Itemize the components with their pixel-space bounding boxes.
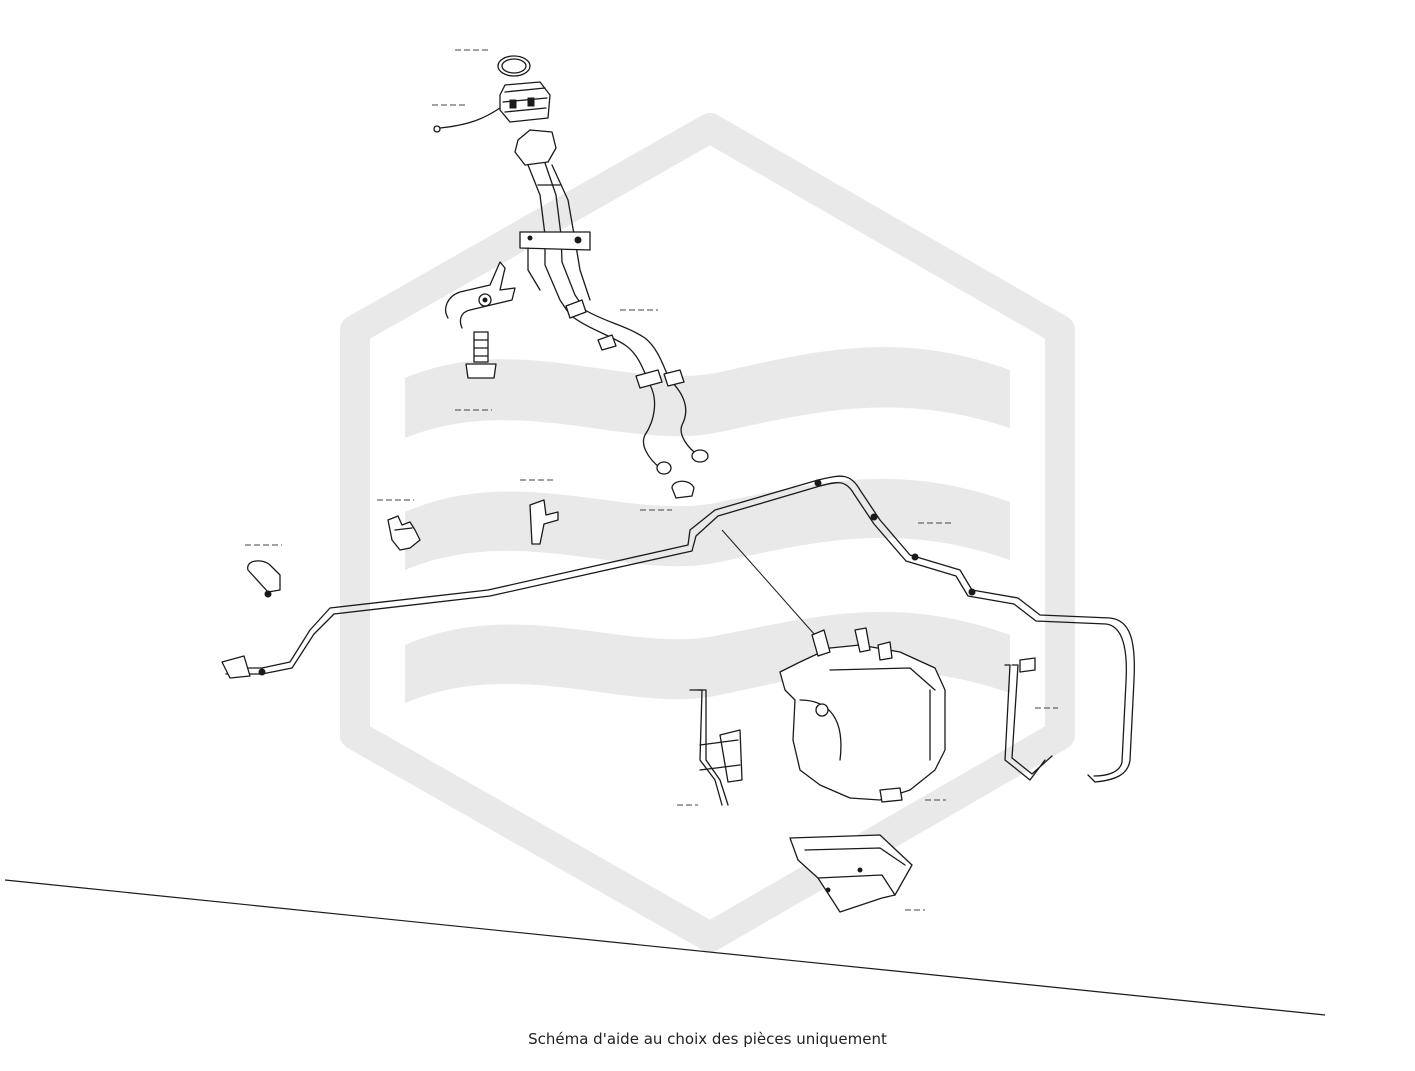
filler-neck-housing xyxy=(433,81,551,133)
small-clip xyxy=(671,480,695,499)
grommet-clip xyxy=(247,560,281,598)
long-line xyxy=(221,475,1136,783)
pipe-bracket xyxy=(445,261,516,329)
skid-plate xyxy=(789,834,913,913)
tank-strap-left xyxy=(689,689,743,806)
bolt xyxy=(465,331,497,379)
leader-line xyxy=(721,529,816,636)
cap-seal-ring xyxy=(497,55,531,77)
l-bracket xyxy=(529,499,559,545)
hexagon-wave-logo-icon xyxy=(340,113,1075,952)
diagram-caption: Schéma d'aide au choix des pièces unique… xyxy=(528,1030,887,1048)
pipe-clip xyxy=(387,515,421,551)
filler-pipe-assembly xyxy=(514,129,709,475)
ground-line xyxy=(4,879,1326,1016)
reference-marks xyxy=(245,49,1058,911)
tank-strap-right xyxy=(1004,657,1053,781)
fuel-tank xyxy=(779,627,946,803)
